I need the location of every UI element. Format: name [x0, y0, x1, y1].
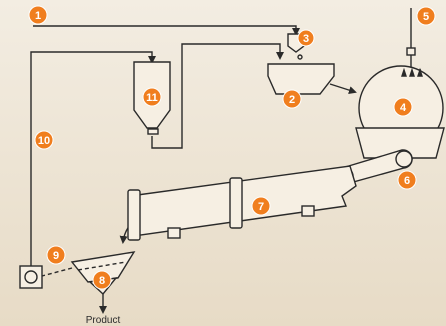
marker-5-circle [416, 6, 436, 26]
feed-line-1-to-3 [33, 25, 300, 36]
markers: 1 2 3 4 5 6 7 8 [28, 5, 436, 290]
feeder-outlet [297, 54, 303, 60]
marker-7-label: 7 [258, 201, 264, 213]
marker-6-label: 6 [404, 175, 410, 187]
granulator-base [355, 127, 445, 159]
marker-5: 5 [416, 6, 436, 26]
conveyor-pulley-right [395, 150, 413, 168]
marker-2: 2 [282, 89, 302, 109]
marker-5-label: 5 [423, 11, 429, 23]
marker-4-label: 4 [400, 102, 407, 114]
marker-6-circle [397, 170, 417, 190]
silo-valve [147, 128, 159, 135]
marker-11-circle [142, 87, 162, 107]
dryer-tire-left [127, 189, 141, 241]
marker-4-circle [393, 97, 413, 117]
marker-9-label: 9 [53, 250, 59, 262]
marker-11: 11 [142, 87, 162, 107]
marker-10: 10 [34, 130, 54, 150]
marker-9-circle [46, 245, 66, 265]
marker-4: 4 [393, 97, 413, 117]
mixer-to-granulator-line [329, 83, 357, 94]
marker-2-circle [282, 89, 302, 109]
marker-8-circle [92, 270, 112, 290]
return-line-10-to-11 [30, 51, 156, 258]
silo-to-mixer-line [151, 43, 284, 149]
marker-8: 8 [92, 270, 112, 290]
dryer-support-2 [301, 205, 315, 217]
marker-1: 1 [28, 5, 48, 25]
marker-10-circle [34, 130, 54, 150]
marker-1-circle [28, 5, 48, 25]
dryer-tire-mid [229, 177, 243, 229]
marker-9: 9 [46, 245, 66, 265]
marker-7-circle [251, 196, 271, 216]
marker-3-circle [297, 29, 315, 47]
marker-2-label: 2 [289, 94, 295, 106]
spray-valve [406, 47, 416, 56]
mixer-trough [267, 63, 335, 95]
product-label: Product [86, 315, 121, 326]
marker-6: 6 [397, 170, 417, 190]
marker-1-label: 1 [35, 10, 41, 22]
granulator-sprayers [401, 67, 423, 77]
recycle-pump-impeller [24, 270, 38, 284]
marker-3-label: 3 [303, 33, 309, 45]
vibrating-screen [70, 251, 136, 283]
marker-8-label: 8 [99, 275, 105, 287]
marker-7: 7 [251, 196, 271, 216]
recycle-dashed-line [41, 267, 73, 277]
screen-deck [77, 261, 127, 271]
dryer-support-1 [167, 227, 181, 239]
marker-10-label: 10 [38, 135, 50, 147]
recycle-pump-box [19, 265, 43, 289]
marker-3: 3 [297, 29, 315, 47]
marker-11-label: 11 [146, 92, 158, 104]
